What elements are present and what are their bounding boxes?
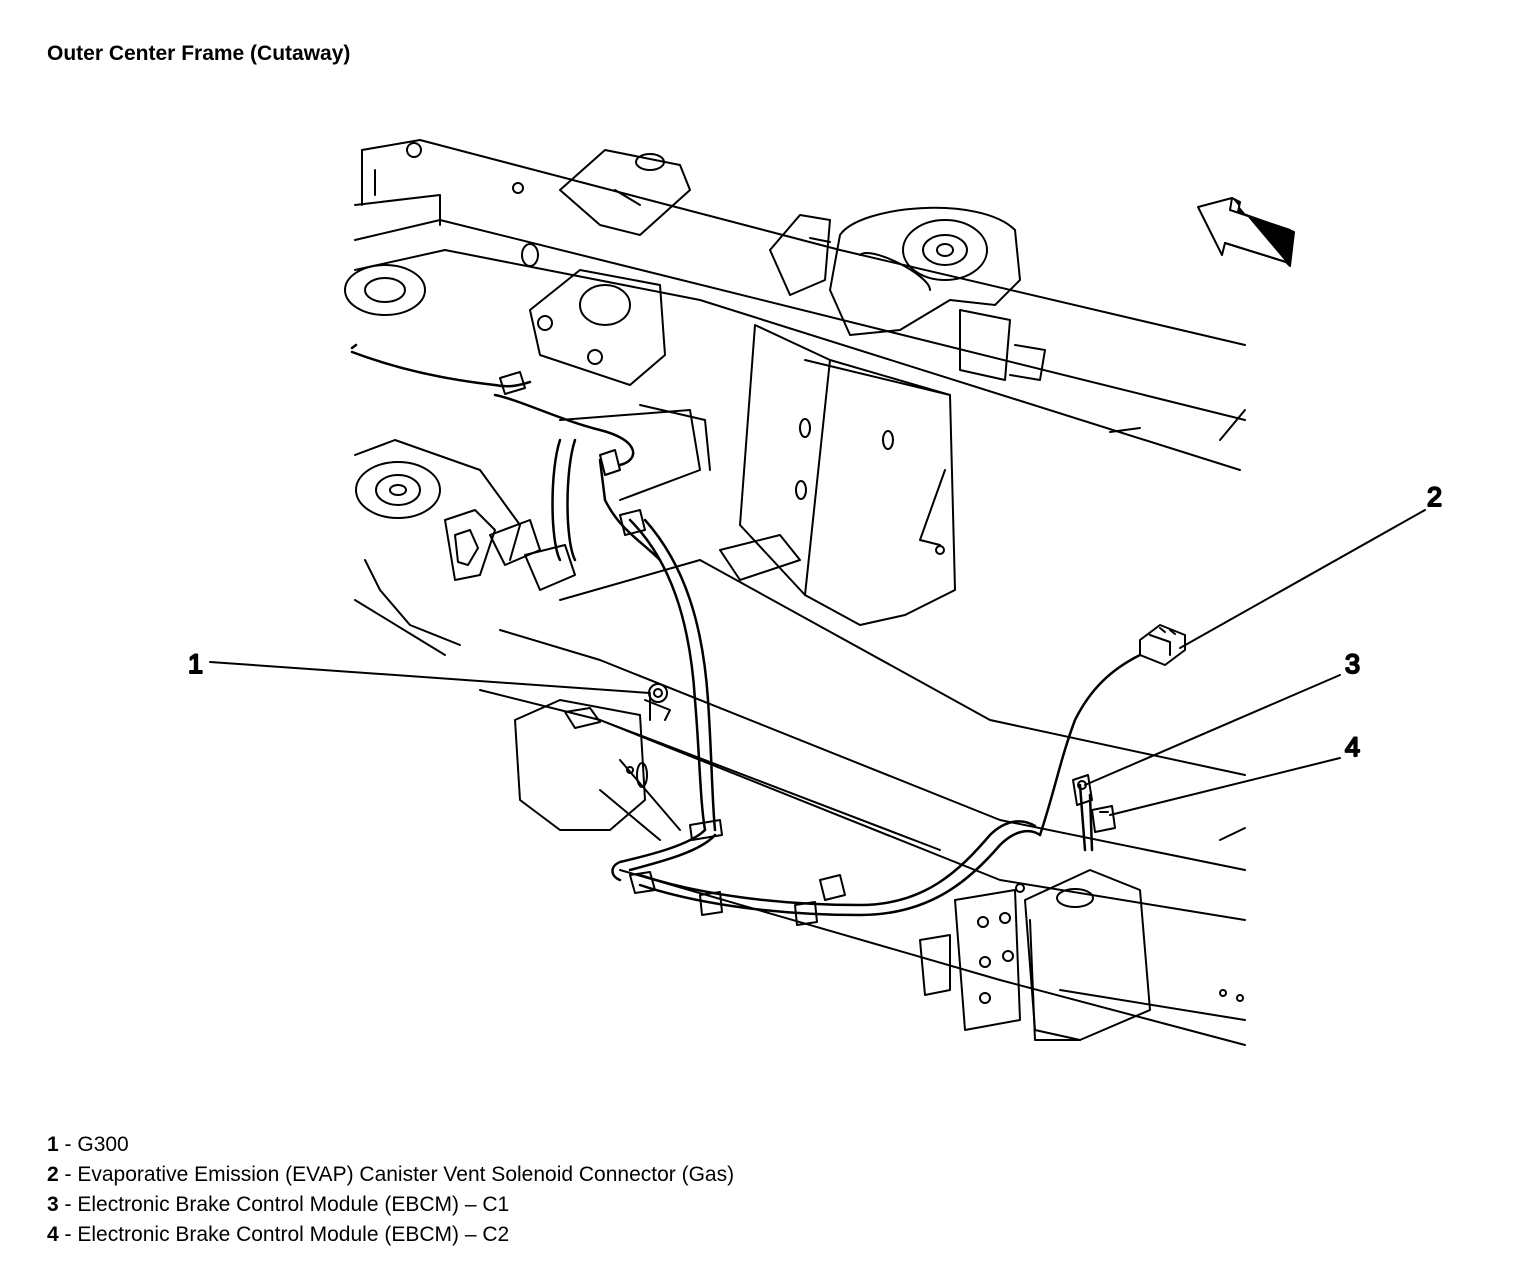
legend-text: Electronic Brake Control Module (EBCM) –… [77,1193,510,1216]
legend-item-4: 4 - Electronic Brake Control Module (EBC… [47,1220,734,1250]
diagram-title: Outer Center Frame (Cutaway) [47,42,351,65]
legend-text: Evaporative Emission (EVAP) Canister Ven… [77,1163,735,1186]
leader-line-4 [1109,757,1341,816]
callout-1: 1 [188,649,203,679]
callout-3: 3 [1345,649,1360,679]
legend-separator: - [58,1163,78,1186]
rear-mount-bracket [819,869,1151,1041]
legend-item-3: 3 - Electronic Brake Control Module (EBC… [47,1190,734,1220]
legend: 1 - G300 2 - Evaporative Emission (EVAP)… [47,1130,734,1250]
wiring-harness [350,343,1142,917]
callout-leaders [209,509,1426,816]
legend-number: 4 [47,1223,59,1246]
legend-text: Electronic Brake Control Module (EBCM) –… [77,1223,510,1246]
forward-direction-arrow-icon [1197,197,1295,267]
upper-bracket [559,149,691,236]
ebcm-c2-connector [1091,805,1116,833]
g300-ground-point [644,683,671,721]
evap-vent-solenoid-connector [1139,624,1186,666]
legend-text: G300 [77,1133,129,1156]
legend-number: 3 [47,1193,59,1216]
legend-item-1: 1 - G300 [47,1130,734,1160]
outer-center-frame-rail [479,559,1246,1046]
upper-shackle-bracket [529,269,666,386]
ebcm-c1-connector [1072,774,1093,806]
leader-line-1 [209,661,651,694]
upper-spring-seat [769,206,1046,381]
leader-line-2 [1179,509,1426,649]
upper-frame-rail [354,139,1246,471]
legend-separator: - [58,1133,78,1156]
legend-item-2: 2 - Evaporative Emission (EVAP) Canister… [47,1160,734,1190]
legend-number: 1 [47,1133,59,1156]
callout-2: 2 [1427,482,1442,512]
legend-separator: - [58,1223,78,1246]
legend-separator: - [58,1193,78,1216]
lower-spring-seat [344,264,801,656]
legend-number: 2 [47,1163,59,1186]
callout-4: 4 [1345,732,1360,762]
center-bracket [739,324,956,626]
harness-clips [499,371,818,926]
leader-line-3 [1084,674,1341,786]
front-bracket [514,699,681,841]
